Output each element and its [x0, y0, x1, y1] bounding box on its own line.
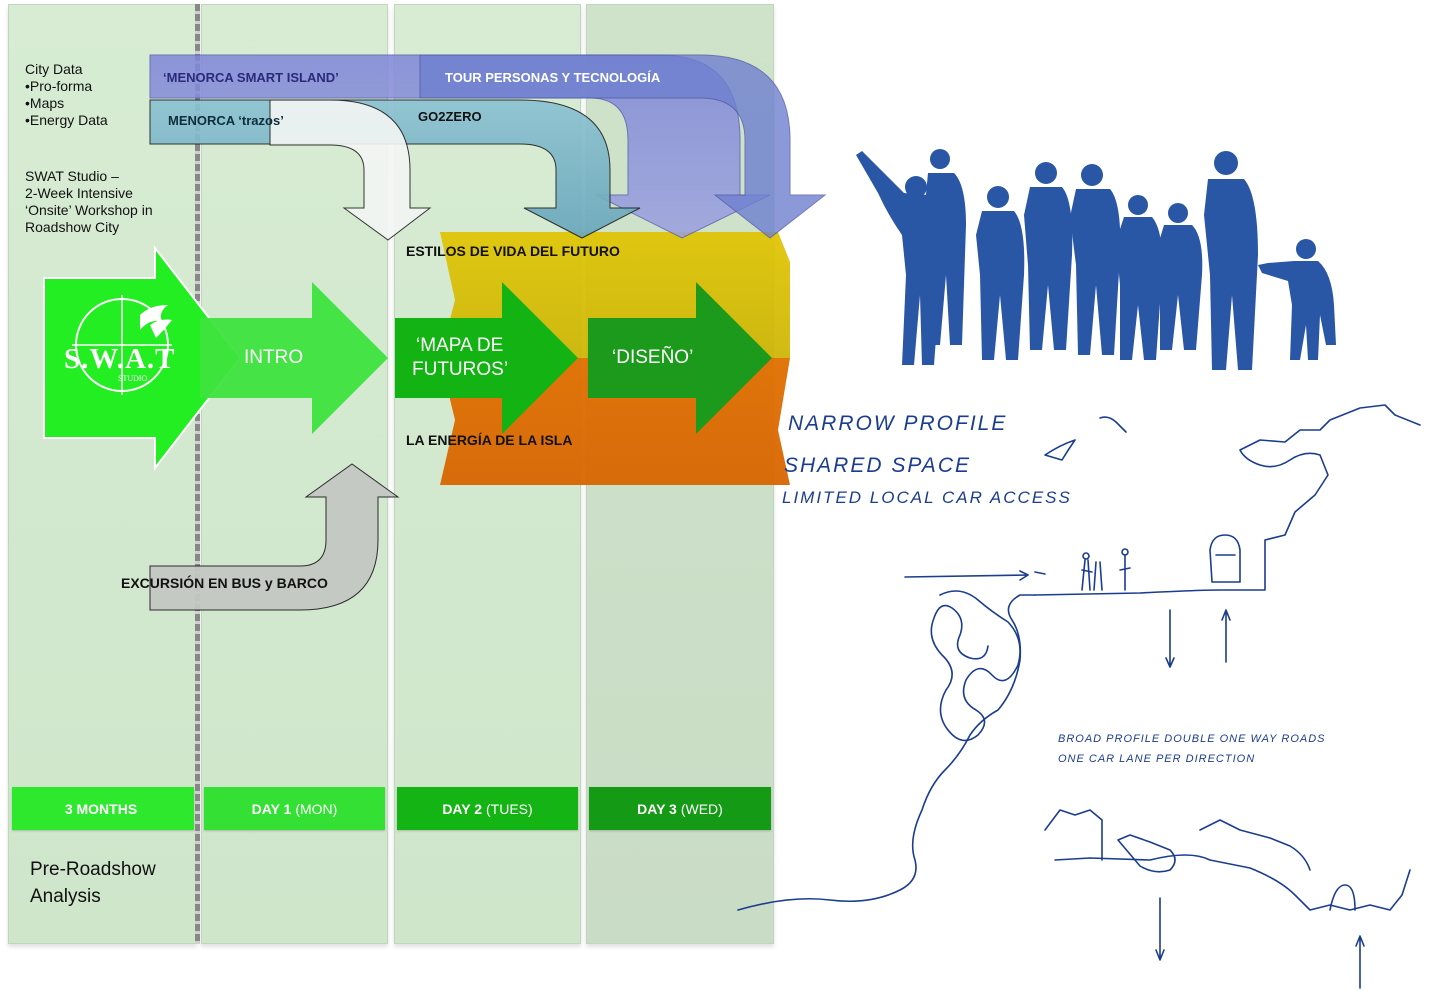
workflow-diagram — [43, 54, 827, 611]
city-data-note: City Data •Pro-forma •Maps •Energy Data — [25, 61, 108, 128]
footer-day3: DAY 3(WED) — [589, 787, 771, 830]
person-8-icon — [1204, 151, 1258, 370]
swat-logo-arrow — [43, 245, 242, 471]
excursion-label: EXCURSIÓN EN BUS y BARCO — [121, 575, 328, 591]
person-6-icon — [1116, 195, 1163, 360]
cliff-outline — [737, 594, 1036, 911]
sketch-note-limited: LIMITED LOCAL CAR ACCESS — [782, 488, 1072, 507]
tour-label: TOUR PERSONAS Y TECNOLOGÍA — [445, 70, 661, 85]
sketch-note-broad: BROAD PROFILE DOUBLE ONE WAY ROADS — [1058, 733, 1326, 745]
timeline-divider — [195, 4, 200, 944]
person-pointing-icon — [856, 151, 940, 365]
diseno-arrow — [588, 282, 772, 434]
menorca-smart-island-label: ‘MENORCA SMART ISLAND’ — [163, 70, 339, 85]
person-5-icon — [1070, 164, 1121, 355]
person-3-icon — [976, 186, 1025, 360]
mapa-arrow — [395, 282, 578, 434]
person-2-icon — [924, 149, 966, 345]
swat-logo-text: S.W.A.T — [64, 343, 176, 375]
sketch-note-shared: SHARED SPACE — [784, 454, 971, 477]
swat-logo-icon — [72, 295, 172, 395]
menorca-trazos-label: MENORCA ‘trazos’ — [168, 113, 284, 128]
sketch-note-narrow: NARROW PROFILE — [788, 412, 1007, 435]
intro-arrow — [200, 282, 388, 434]
road-platform — [1034, 404, 1421, 596]
child-icon — [1258, 239, 1336, 360]
street-sketch: NARROW PROFILE SHARED SPACE LIMITED LOCA… — [737, 404, 1421, 989]
sketch-people-icon — [1081, 554, 1131, 591]
footer-day2: DAY 2(TUES) — [397, 787, 578, 830]
tour-arrow — [419, 54, 827, 239]
person-4-icon — [1024, 162, 1073, 350]
swat-studio-note: SWAT Studio – 2-Week Intensive ‘Onsite’ … — [25, 168, 153, 235]
excursion-arrow — [149, 463, 400, 611]
person-7-icon — [1158, 203, 1203, 350]
sketch-note-lane: ONE CAR LANE PER DIRECTION — [1058, 753, 1255, 765]
footer-day1: DAY 1(MON) — [204, 787, 385, 830]
trazos-white-arrow — [269, 99, 432, 241]
lower-street-sketch — [1054, 854, 1411, 911]
pre-roadshow-label: Pre-Roadshow Analysis — [30, 859, 156, 907]
diseno-label: ‘DISEÑO’ — [612, 347, 694, 368]
estilos-label: ESTILOS DE VIDA DEL FUTURO — [406, 243, 620, 259]
intro-label: INTRO — [244, 347, 304, 368]
vegetation-scribble — [930, 590, 1021, 742]
footer-3-months: 3 MONTHS — [12, 787, 194, 830]
swat-logo-subtext: STUDIO — [118, 374, 148, 383]
sketch-tram-icon — [1209, 534, 1241, 583]
mapa-label: ‘MAPA DE FUTUROS’ — [412, 335, 509, 380]
go2zero-label: GO2ZERO — [418, 109, 482, 124]
energia-label: LA ENERGÍA DE LA ISLA — [406, 432, 573, 448]
people-silhouettes — [856, 149, 1336, 370]
